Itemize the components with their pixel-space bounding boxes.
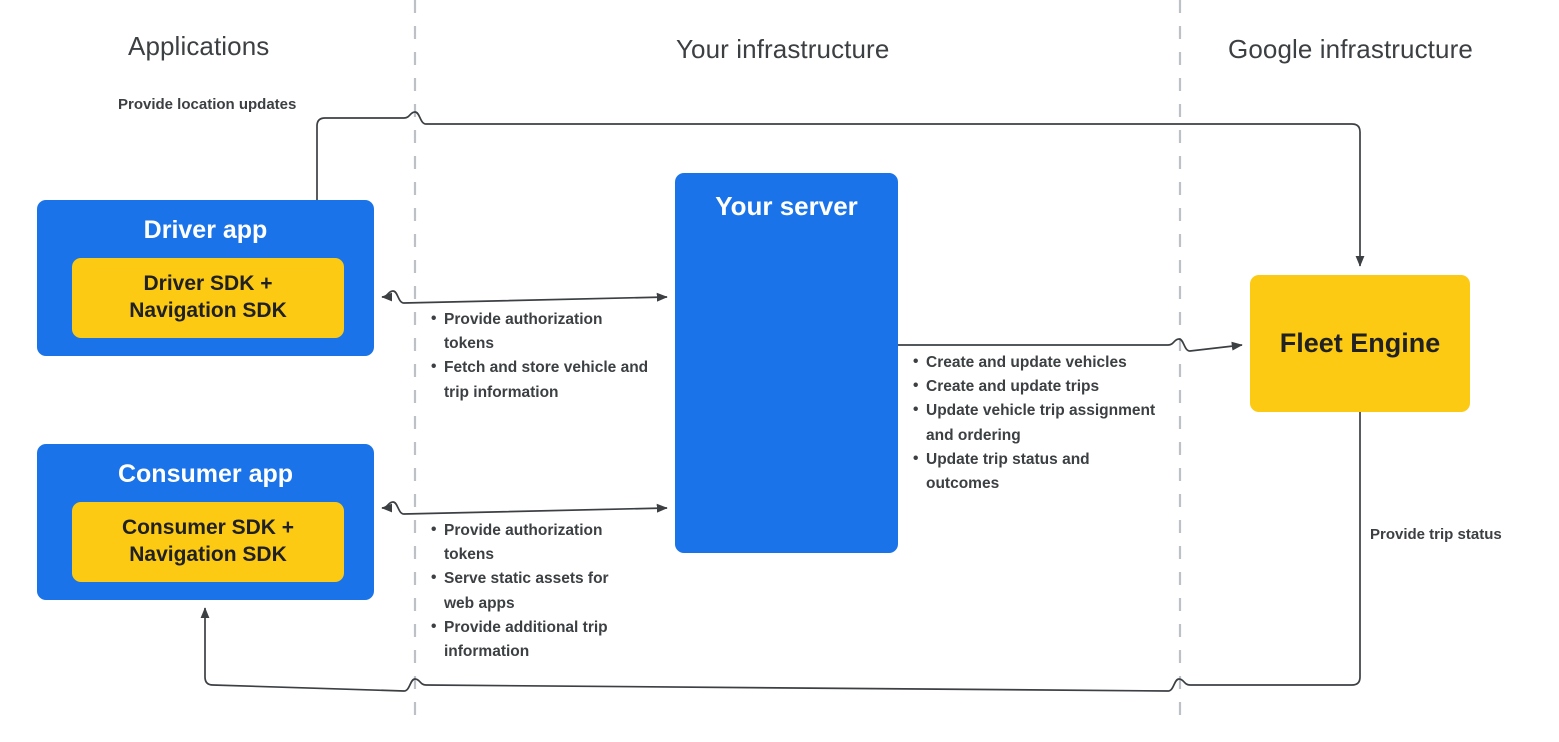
consumer-sdk-box[interactable]: Consumer SDK + Navigation SDK xyxy=(72,502,344,582)
wire-consumer-server xyxy=(381,501,668,515)
column-header-google-infrastructure: Google infrastructure xyxy=(1228,34,1473,64)
flow-consumer-to-server-items: Provide authorization tokens Serve stati… xyxy=(431,518,626,664)
list-item: Create and update vehicles xyxy=(913,350,1161,375)
list-item: Create and update trips xyxy=(913,374,1161,399)
list-item: Provide authorization tokens xyxy=(431,518,626,567)
driver-sdk-box[interactable]: Driver SDK + Navigation SDK xyxy=(72,258,344,338)
list-item: Provide authorization tokens xyxy=(431,307,656,356)
caption-provide-location-updates: Provide location updates xyxy=(118,96,297,113)
your-server-title: Your server xyxy=(715,191,858,221)
driver-app-title: Driver app xyxy=(143,216,268,244)
list-item: Serve static assets for web apps xyxy=(431,566,626,615)
flow-driver-to-server-list: Provide authorization tokens Fetch and s… xyxy=(431,307,656,405)
consumer-app-box[interactable]: Consumer app Consumer SDK + Navigation S… xyxy=(37,444,374,600)
your-server-box[interactable]: Your server xyxy=(675,173,898,553)
fleet-engine-box[interactable]: Fleet Engine xyxy=(1250,275,1470,412)
driver-app-box[interactable]: Driver app Driver SDK + Navigation SDK xyxy=(37,200,374,356)
flow-server-to-engine-list: Create and update vehicles Create and up… xyxy=(913,350,1161,496)
caption-provide-trip-status: Provide trip status xyxy=(1370,526,1502,543)
list-item: Update trip status and outcomes xyxy=(913,447,1161,496)
wire-server-engine xyxy=(898,338,1243,352)
flow-server-to-engine-items: Create and update vehicles Create and up… xyxy=(913,350,1161,496)
list-item: Update vehicle trip assignment and order… xyxy=(913,398,1161,447)
column-header-your-infrastructure: Your infrastructure xyxy=(676,34,890,64)
wire-driver-server xyxy=(381,290,668,304)
flow-driver-to-server-items: Provide authorization tokens Fetch and s… xyxy=(431,307,656,405)
list-item: Fetch and store vehicle and trip informa… xyxy=(431,355,656,404)
flow-consumer-to-server-list: Provide authorization tokens Serve stati… xyxy=(431,518,626,664)
consumer-app-title: Consumer app xyxy=(117,460,294,488)
list-item: Provide additional trip information xyxy=(431,615,626,664)
column-header-applications: Applications xyxy=(128,31,270,61)
